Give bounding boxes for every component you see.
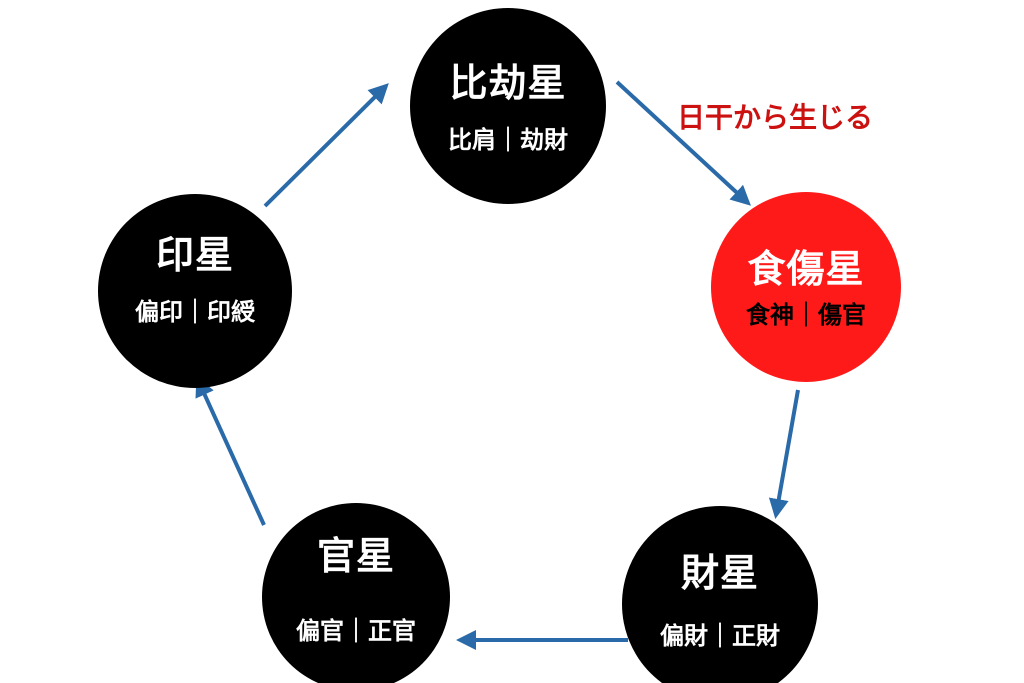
arrow-shokushou-to-zai [768,389,800,519]
node-kan-sub: 偏官｜正官 [296,617,416,645]
node-in-sub: 偏印｜印綬 [135,298,255,326]
node-hikou-title: 比劫星 [449,61,567,105]
node-zai-star: 財星 偏財｜正財 [622,506,818,683]
node-in-title: 印星 [155,233,234,277]
node-kan-title: 官星 [316,534,395,578]
arrow-kan-to-in [195,376,266,526]
node-shokushou-star: 食傷星 食神｜傷官 [711,192,901,382]
node-zai-sub: 偏財｜正財 [660,622,780,650]
node-shokushou-title: 食傷星 [747,247,865,291]
arrow-hikou-to-shokushou [615,80,751,206]
annotation-label: 日干から生じる [677,101,874,134]
node-zai-title: 財星 [680,551,759,595]
node-in-star: 印星 偏印｜印綬 [98,194,292,388]
node-hikou-sub: 比肩｜劫財 [448,126,568,154]
node-kan-star: 官星 偏官｜正官 [262,503,450,683]
node-hikou-star: 比劫星 比肩｜劫財 [410,8,606,204]
node-shokushou-sub: 食神｜傷官 [746,301,866,329]
arrow-in-to-hikou [263,83,389,208]
